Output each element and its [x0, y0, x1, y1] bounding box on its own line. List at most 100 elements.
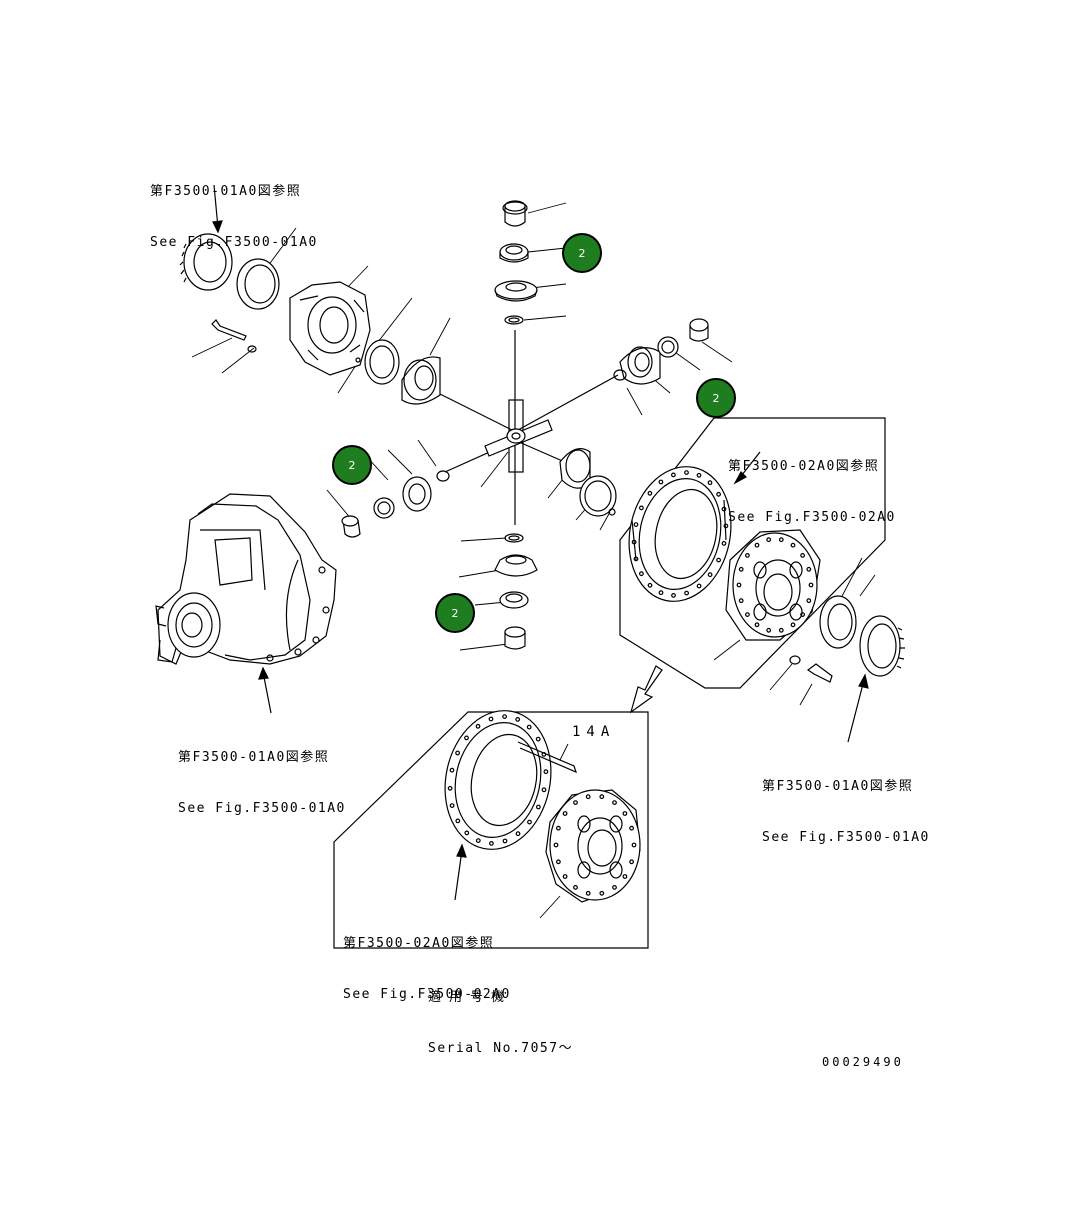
- bolt-hole: [736, 582, 742, 588]
- bolt-hole: [541, 752, 547, 757]
- axle-housing: [155, 493, 337, 665]
- bolt-hole: [543, 769, 549, 775]
- bolt-hole: [808, 582, 814, 588]
- bolt-hole: [622, 874, 628, 879]
- bolt-hole: [647, 490, 653, 496]
- bolt-hole: [556, 859, 561, 865]
- bolt-hole: [573, 885, 578, 890]
- bolt-hole: [790, 622, 796, 628]
- bolt-hole: [639, 505, 644, 511]
- bolt-hole: [585, 794, 591, 800]
- bolt-hole: [658, 590, 664, 596]
- ring-gear-bolt-holes: [631, 470, 729, 598]
- ref-right-bottom: 第F3500-01A0図参照 See Fig.F3500-01A0: [762, 744, 930, 880]
- bolt-hole: [745, 553, 750, 558]
- bolt-hole: [696, 583, 702, 589]
- bolt-hole: [696, 472, 702, 478]
- bolt-hole: [553, 842, 559, 848]
- bolt-hole: [806, 566, 812, 572]
- bolt-hole: [716, 491, 721, 497]
- quantity-marker-1-label: 2: [578, 246, 586, 260]
- ref-top-left-en: See Fig.F3500-01A0: [150, 235, 318, 250]
- bolt-hole: [707, 572, 713, 578]
- bolt-hole: [778, 627, 784, 633]
- bolt-hole: [658, 479, 664, 485]
- bolt-hole: [562, 874, 568, 879]
- inset-ring-gear: [444, 710, 577, 850]
- bolt-hole: [464, 735, 469, 741]
- bolt-hole: [684, 470, 689, 476]
- side-gears: [341, 318, 709, 538]
- bolt-hole: [541, 787, 547, 793]
- quantity-marker-4-label: 2: [451, 606, 459, 620]
- bolt-hole: [502, 714, 508, 719]
- bolt-hole: [790, 542, 796, 548]
- bolt-hole: [502, 838, 508, 844]
- bolt-hole: [475, 723, 481, 729]
- bolt-hole: [716, 557, 721, 563]
- bolt-hole: [573, 800, 578, 805]
- quantity-marker-3: 2: [332, 445, 372, 485]
- bolt-hole: [622, 811, 628, 816]
- bolt-hole: [647, 582, 653, 588]
- ref-right-top: 第F3500-02A0図参照 See Fig.F3500-02A0: [728, 424, 896, 560]
- inset-case-bolt-holes: [553, 794, 637, 896]
- vertical-axis-parts: [494, 200, 538, 650]
- bolt-hole: [449, 803, 455, 808]
- diff-case-bolt-holes: [736, 537, 814, 633]
- bolt-hole: [629, 859, 634, 865]
- bolt-hole: [455, 818, 461, 824]
- bolt-hole: [754, 542, 760, 548]
- drawing-id: 00029490: [822, 1055, 904, 1069]
- bolt-hole: [738, 598, 744, 604]
- spider-cross: [431, 330, 619, 525]
- bolt-hole: [489, 841, 494, 846]
- inset-part-number: 14A: [572, 724, 616, 740]
- diff-case-right: [725, 529, 821, 641]
- ring-gear-group-outline: [619, 417, 886, 689]
- bolt-hole: [671, 593, 676, 598]
- quantity-marker-1: 2: [562, 233, 602, 273]
- bolt-hole: [562, 811, 568, 816]
- bolt-hole: [778, 537, 784, 543]
- upper-left-case: [179, 233, 371, 376]
- bolt-hole: [639, 571, 644, 577]
- ref-inset: 第F3500-02A0図参照 See Fig.F3500-02A0: [343, 901, 511, 1037]
- bolt-hole: [766, 537, 772, 543]
- ref-right-bottom-jp: 第F3500-01A0図参照: [762, 779, 914, 794]
- bolt-hole: [449, 767, 455, 773]
- bolt-hole: [806, 598, 812, 604]
- quantity-marker-2: 2: [696, 378, 736, 418]
- bolt-hole: [738, 566, 744, 572]
- serial-applicability: 適用号機 Serial No.7057～: [428, 955, 573, 1091]
- ref-left-bottom: 第F3500-01A0図参照 See Fig.F3500-01A0: [178, 715, 346, 851]
- bolt-hole: [599, 794, 605, 800]
- bolt-hole: [800, 553, 805, 558]
- inset-outline: [333, 711, 649, 949]
- bolt-hole: [515, 717, 521, 722]
- quantity-marker-2-label: 2: [712, 391, 720, 405]
- serial-jp: 適用号機: [428, 990, 513, 1005]
- ref-left-bottom-jp: 第F3500-01A0図参照: [178, 750, 330, 765]
- quantity-marker-3-label: 2: [348, 458, 356, 472]
- lower-right-bearings: [789, 595, 905, 683]
- bolt-hole: [631, 842, 637, 848]
- bolt-hole: [455, 750, 461, 756]
- bolt-hole: [515, 831, 521, 837]
- bolt-hole: [721, 541, 727, 546]
- bolt-hole: [612, 885, 617, 890]
- bolt-hole: [447, 785, 453, 791]
- ref-left-bottom-en: See Fig.F3500-01A0: [178, 801, 346, 816]
- bolt-hole: [599, 890, 605, 896]
- bolt-hole: [526, 724, 532, 730]
- bolt-hole: [612, 800, 617, 805]
- bolt-hole: [527, 819, 532, 825]
- ref-right-top-en: See Fig.F3500-02A0: [728, 510, 896, 525]
- inset-ring-bolt-holes: [447, 714, 549, 846]
- ref-top-left: 第F3500-01A0図参照 See Fig.F3500-01A0: [150, 149, 318, 285]
- bolt-hole: [475, 838, 481, 843]
- ref-right-bottom-en: See Fig.F3500-01A0: [762, 830, 930, 845]
- bolt-hole: [721, 506, 727, 512]
- quantity-marker-4: 2: [435, 593, 475, 633]
